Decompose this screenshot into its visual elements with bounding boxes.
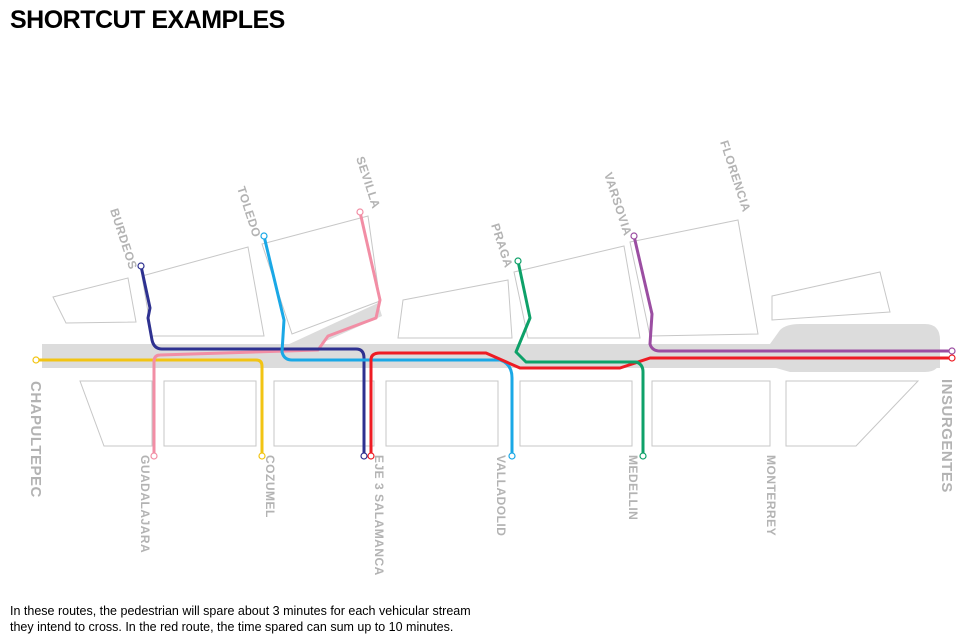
block-s4: [385, 380, 499, 447]
street-label-guadalajara: GUADALAJARA: [138, 455, 152, 553]
stop-navy-north: [137, 262, 145, 270]
stop-green-north: [514, 257, 522, 265]
north-blocks: [52, 215, 891, 339]
page-title: SHORTCUT EXAMPLES: [10, 6, 285, 34]
routes: [34, 210, 954, 458]
street-label-sevilla: SEVILLA: [353, 155, 383, 211]
street-label-varsovia: VARSOVIA: [601, 171, 635, 238]
block-s5: [519, 380, 633, 447]
stop-red-south: [367, 452, 375, 460]
block-s2: [163, 380, 257, 447]
street-label-insurgentes: INSURGENTES: [938, 379, 955, 493]
route-navy: [139, 264, 366, 458]
route-blue: [262, 234, 514, 458]
caption-line-2: they intend to cross. In the red route, …: [10, 620, 454, 634]
street-label-burdeos: BURDEOS: [107, 207, 140, 272]
street-label-monterrey: MONTERREY: [764, 455, 778, 536]
route-endpoints: [32, 208, 956, 460]
street-label-medellin: MEDELLIN: [626, 455, 640, 520]
stop-yellow-west: [32, 356, 40, 364]
street-label-chapultepec: CHAPULTEPEC: [27, 381, 44, 498]
block-s1: [79, 380, 153, 447]
route-red: [369, 351, 954, 458]
street-label-florencia: FLORENCIA: [717, 139, 753, 214]
avenue-east-widening: [770, 324, 940, 372]
stop-green-south: [639, 452, 647, 460]
caption-line-1: In these routes, the pedestrian will spa…: [10, 604, 471, 618]
diagonal-connector-road: [285, 303, 382, 346]
south-blocks: [79, 380, 920, 447]
stop-red-east: [948, 354, 956, 362]
block-s3: [273, 380, 375, 447]
stop-blue-north: [260, 232, 268, 240]
street-label-eje-3-salamanca: EJE 3 SALAMANCA: [372, 455, 386, 576]
route-purple: [632, 234, 954, 353]
street-label-cozumel: COZUMEL: [263, 455, 277, 518]
caption: In these routes, the pedestrian will spa…: [10, 603, 530, 635]
street-label-toledo: TOLEDO: [234, 185, 264, 240]
route-pink: [152, 210, 382, 458]
route-yellow: [34, 358, 264, 458]
block-s6: [651, 380, 771, 447]
block-n7: [771, 271, 891, 321]
block-s7: [785, 380, 920, 447]
shortcut-map: CHAPULTEPEC INSURGENTES BURDEOS TOLEDO S…: [27, 139, 956, 576]
stop-pink-north: [356, 208, 364, 216]
block-n2: [141, 246, 265, 337]
stop-yellow-south: [258, 452, 266, 460]
stop-purple-east: [948, 347, 956, 355]
block-n4: [397, 279, 513, 339]
stop-navy-south: [360, 452, 368, 460]
stop-purple-north: [630, 232, 638, 240]
street-label-valladolid: VALLADOLID: [494, 455, 508, 536]
street-label-praga: PRAGA: [488, 222, 515, 270]
stop-blue-south: [508, 452, 516, 460]
block-n6: [629, 219, 759, 337]
route-green: [514, 259, 645, 458]
stop-pink-south: [150, 452, 158, 460]
block-n5: [513, 245, 641, 339]
block-n1: [52, 277, 137, 324]
